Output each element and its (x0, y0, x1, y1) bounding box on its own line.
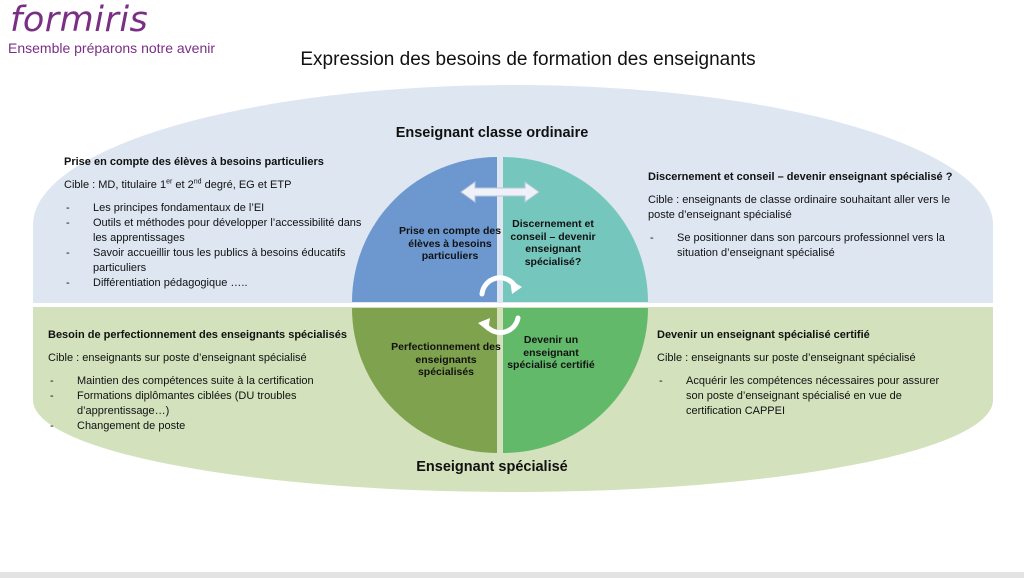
panel-target: Cible : enseignants de classe ordinaire … (648, 194, 951, 221)
cycle-arrowheads-icon (478, 280, 522, 331)
list-item: Acquérir les compétences nécessaires pou… (657, 374, 957, 419)
panel-target: Cible : enseignants sur poste d’enseigna… (657, 352, 916, 364)
list-item: Changement de poste (48, 419, 348, 434)
panel-bottom-left: Besoin de perfectionnement des enseignan… (48, 328, 348, 434)
list-item: Savoir accueillir tous les publics à bes… (64, 246, 364, 276)
list-item: Différentiation pédagogique ….. (64, 276, 364, 291)
target-text: Cible : MD, titulaire 1 (64, 179, 167, 191)
target-text: degré, EG et ETP (201, 179, 292, 191)
page-title: Expression des besoins de formation des … (300, 49, 756, 70)
brand-tagline: Ensemble préparons notre avenir (8, 40, 216, 56)
panel-heading: Prise en compte des élèves à besoins par… (64, 156, 324, 168)
list-item: Outils et méthodes pour développer l’acc… (64, 216, 364, 246)
target-text: et 2 (172, 179, 194, 191)
quadrant-top-right (503, 157, 648, 302)
panel-target: Cible : MD, titulaire 1er et 2nd degré, … (64, 178, 364, 193)
list-item: Maintien des compétences suite à la cert… (48, 374, 348, 389)
double-arrow-icon (460, 181, 540, 203)
panel-top-left: Prise en compte des élèves à besoins par… (64, 155, 364, 291)
target-sup: nd (193, 178, 202, 186)
quadrant-label-top-right: Discernement et conseil – devenir enseig… (510, 218, 596, 268)
panel-top-right: Discernement et conseil – devenir enseig… (648, 170, 978, 261)
panel-heading: Besoin de perfectionnement des enseignan… (48, 329, 347, 341)
quadrant-bottom-left (352, 308, 497, 453)
quadrant-top-left (352, 157, 497, 302)
panel-list: Se positionner dans son parcours profess… (648, 231, 978, 261)
panel-target: Cible : enseignants sur poste d’enseigna… (48, 352, 307, 364)
panel-heading: Discernement et conseil – devenir enseig… (648, 171, 953, 183)
list-item: Se positionner dans son parcours profess… (648, 231, 978, 261)
panel-heading: Devenir un enseignant spécialisé certifi… (657, 329, 870, 341)
bottom-band-label: Enseignant spécialisé (416, 459, 568, 475)
footer-strip (0, 572, 1024, 578)
panel-bottom-right: Devenir un enseignant spécialisé certifi… (657, 328, 957, 419)
panel-list: Acquérir les compétences nécessaires pou… (657, 374, 957, 419)
list-item: Formations diplômantes ciblées (DU troub… (48, 389, 348, 419)
panel-list: Les principes fondamentaux de l’EI Outil… (64, 201, 364, 291)
panel-list: Maintien des compétences suite à la cert… (48, 374, 348, 434)
quadrant-bottom-right (503, 308, 648, 453)
list-item: Les principes fondamentaux de l’EI (64, 201, 364, 216)
quadrant-label-top-left: Prise en compte des élèves à besoins par… (398, 225, 502, 262)
target-sup: er (166, 178, 173, 186)
top-band-label: Enseignant classe ordinaire (395, 125, 589, 141)
brand-logo: formiris (10, 0, 149, 40)
quadrant-label-bottom-right: Devenir un enseignant spécialisé certifi… (507, 334, 595, 371)
quadrant-label-bottom-left: Perfectionnement des enseignants spécial… (391, 341, 501, 378)
